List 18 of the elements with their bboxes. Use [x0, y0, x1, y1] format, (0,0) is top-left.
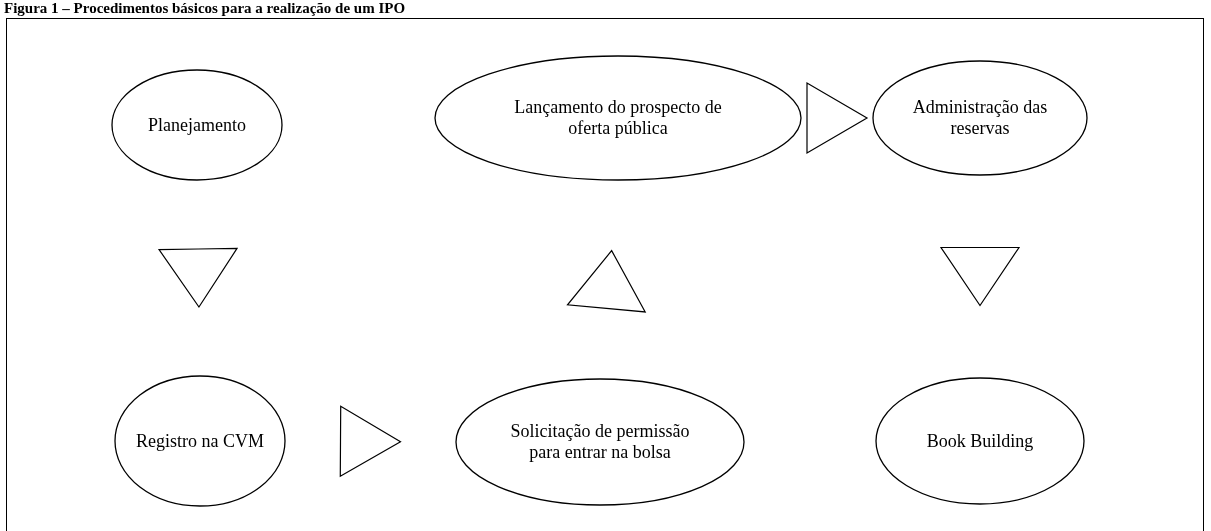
- node-label: Registro na CVM: [136, 430, 264, 452]
- ellipse-node: [111, 69, 283, 181]
- triangle-arrow: [339, 405, 402, 478]
- ellipse-node: [875, 377, 1085, 505]
- node-label: Lançamento do prospecto de oferta pública: [513, 97, 723, 139]
- ellipse-node: [434, 55, 802, 181]
- ellipse-node: [114, 375, 286, 507]
- node-label: Book Building: [926, 430, 1034, 452]
- triangle-arrow: [157, 247, 239, 309]
- node-label: Solicitação de permissão para entrar na bolsa: [509, 421, 691, 463]
- triangle-arrow: [806, 81, 869, 155]
- ellipse-node: [872, 60, 1088, 176]
- triangle-arrow: [566, 249, 647, 313]
- node-label: Administração das reservas: [911, 97, 1049, 139]
- ellipse-node: [455, 378, 745, 506]
- node-label: Planejamento: [148, 114, 246, 136]
- triangle-arrow: [939, 246, 1021, 307]
- figure-title: Figura 1 – Procedimentos básicos para a realização de um IPO: [4, 0, 406, 17]
